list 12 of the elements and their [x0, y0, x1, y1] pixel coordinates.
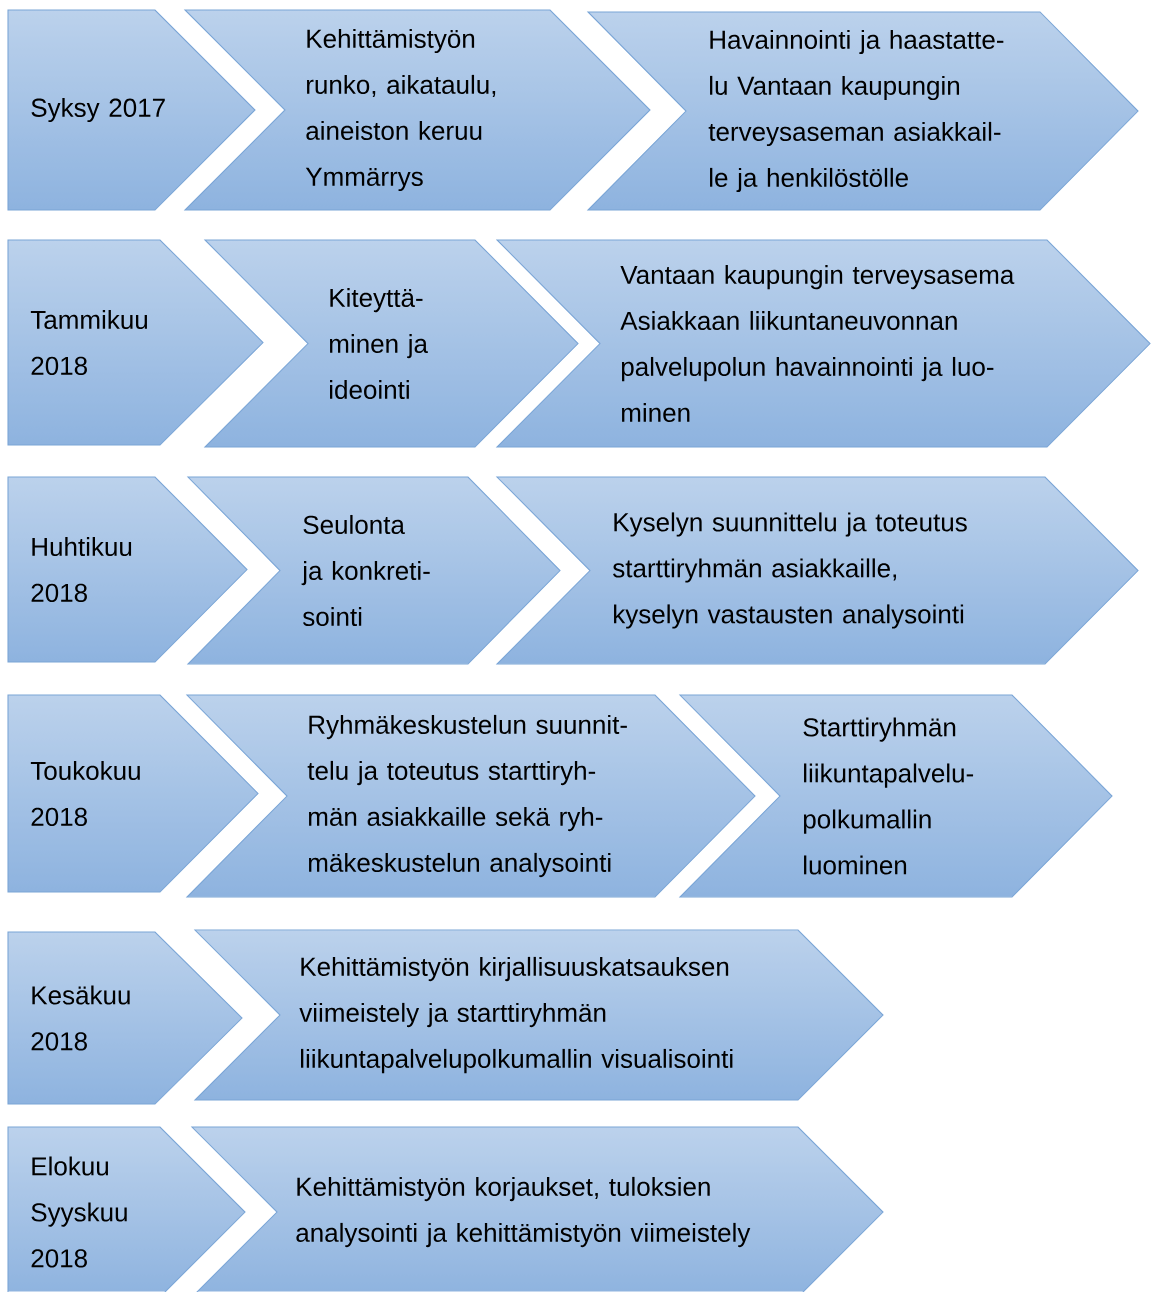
phase-box: Huhtikuu 2018 — [7, 476, 248, 663]
phase-box: Havainnointi ja haastatte- lu Vantaan kaupungin terveysaseman asiakkail- le ja henkilöstölle — [586, 11, 1139, 211]
phase-box: Kehittämistyön runko, aikataulu, aineiston keruu Ymmärrys — [183, 9, 651, 211]
phase-box: Tammikuu 2018 — [7, 239, 264, 446]
phase-box: Starttiryhmän liikuntapalvelu- polkumallin luominen — [678, 694, 1113, 898]
phase-box: Toukokuu 2018 — [7, 694, 259, 893]
phase-box: Kehittämistyön korjaukset, tuloksien analysointi ja kehittämistyön viimeistely — [190, 1126, 884, 1292]
phase-box: Kesäkuu 2018 — [7, 931, 243, 1105]
phase-box: Syksy 2017 — [7, 9, 256, 211]
phase-box: Vantaan kaupungin terveysasema Asiakkaan liikuntaneuvonnan palvelupolun havainnointi ja luo- minen — [495, 239, 1151, 448]
phase-box: Elokuu Syyskuu 2018 — [7, 1126, 246, 1292]
phase-box: Kyselyn suunnittelu ja toteutus starttiryhmän asiakkaille, kyselyn vastausten analysointi — [495, 476, 1139, 665]
